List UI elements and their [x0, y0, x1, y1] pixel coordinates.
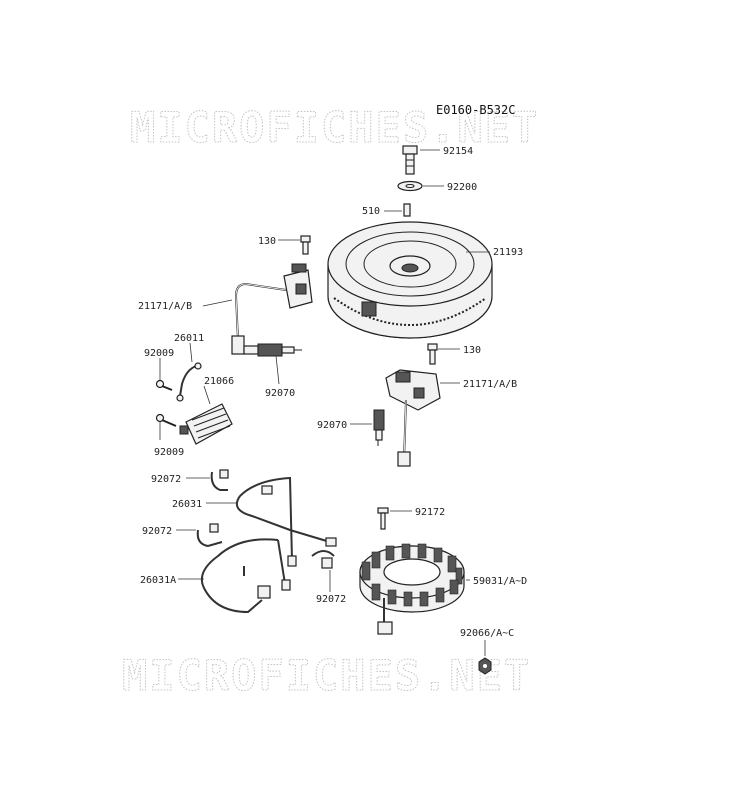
label-92072-bottom: 92072: [316, 594, 346, 605]
regulator-21066[interactable]: [179, 403, 233, 445]
label-26031A: 26031A: [140, 575, 176, 586]
bolt-92154[interactable]: [402, 145, 418, 175]
label-92009-bottom: 92009: [154, 447, 184, 458]
label-92172: 92172: [415, 507, 445, 518]
flywheel-21193[interactable]: [327, 221, 493, 339]
label-92070-right: 92070: [317, 420, 347, 431]
label-21066: 21066: [204, 376, 234, 387]
watermark-bottom: MICROFICHES.NET: [122, 651, 531, 700]
label-92072-top: 92072: [151, 474, 181, 485]
bolt-92172[interactable]: [377, 507, 389, 530]
screw-92009-top[interactable]: [155, 379, 173, 391]
label-59031: 59031/A~D: [473, 576, 527, 587]
lead-wire-26011[interactable]: [176, 362, 202, 402]
label-92066: 92066/A~C: [460, 628, 514, 639]
harness-26031A[interactable]: [200, 538, 291, 614]
clamp-92072-mid[interactable]: [196, 523, 223, 548]
label-92009-top: 92009: [144, 348, 174, 359]
ignition-coil-right[interactable]: [385, 369, 441, 467]
key-510[interactable]: [403, 203, 411, 217]
nut-92066[interactable]: [478, 657, 492, 675]
ignition-coil-left[interactable]: [231, 263, 313, 355]
clamp-92072-bottom[interactable]: [311, 550, 335, 569]
label-510: 510: [362, 206, 380, 217]
washer-92200[interactable]: [397, 180, 423, 192]
label-92070-left: 92070: [265, 388, 295, 399]
label-21171-left: 21171/A/B: [138, 301, 192, 312]
label-26011: 26011: [174, 333, 204, 344]
label-26031: 26031: [172, 499, 202, 510]
label-92154: 92154: [443, 146, 473, 157]
watermark-top: MICROFICHES.NET: [130, 103, 539, 152]
harness-26031[interactable]: [236, 476, 337, 567]
spark-plug-right[interactable]: [373, 409, 385, 446]
screw-92009-bottom[interactable]: [155, 413, 177, 427]
bolt-130-top[interactable]: [300, 235, 311, 255]
spark-plug-left[interactable]: [243, 343, 302, 357]
diagram-code: E0160-B532C: [436, 103, 515, 117]
label-21193: 21193: [493, 247, 523, 258]
label-92072-mid: 92072: [142, 526, 172, 537]
label-92200: 92200: [447, 182, 477, 193]
stator-59031[interactable]: [359, 543, 465, 635]
clamp-92072-top[interactable]: [210, 469, 229, 491]
bolt-130-mid[interactable]: [427, 343, 438, 365]
label-21171-right: 21171/A/B: [463, 379, 517, 390]
label-130-top: 130: [258, 236, 276, 247]
label-130-mid: 130: [463, 345, 481, 356]
